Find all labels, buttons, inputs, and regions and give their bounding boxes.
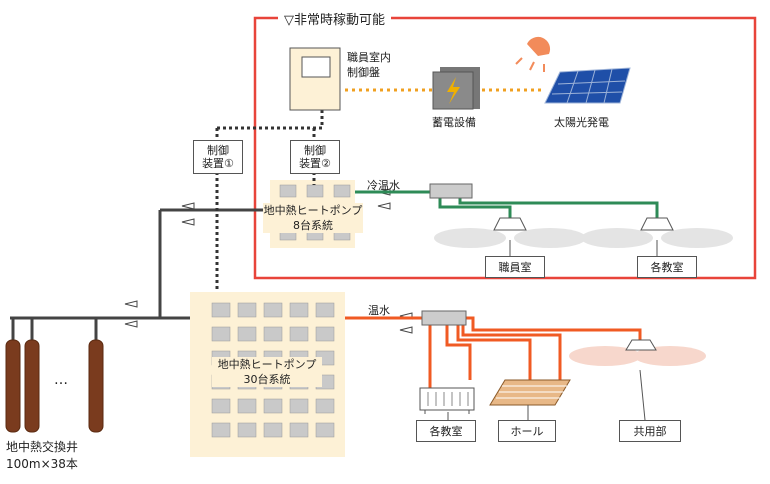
ceiling-unit-staff — [434, 217, 586, 248]
header-cold-hot — [429, 183, 473, 199]
ceiling-unit-class — [581, 217, 733, 248]
radiator — [419, 387, 475, 414]
heat-pump-unit — [211, 422, 231, 438]
control-lines — [215, 110, 324, 292]
room-class-lower: 各教室 — [416, 420, 476, 442]
cold-hot-water-label: 冷温水 — [367, 179, 400, 192]
heat-pump-unit — [237, 326, 257, 342]
hot-water-pipe — [345, 316, 642, 388]
well-ellipsis: … — [54, 372, 68, 388]
heat-pump-unit — [289, 422, 309, 438]
cold-hot-pipe — [355, 190, 659, 218]
heat-pump-unit — [263, 422, 283, 438]
controller-2: 制御 装置② — [290, 140, 340, 174]
emergency-frame — [253, 16, 757, 280]
sun-icon — [515, 36, 551, 72]
heat-pump-8-label: 地中熱ヒートポンプ 8台系統 — [263, 203, 363, 233]
heat-pump-unit — [211, 302, 231, 318]
heat-pump-unit — [237, 302, 257, 318]
heat-pump-unit — [263, 302, 283, 318]
controller-1: 制御 装置① — [193, 140, 243, 174]
header-hot — [421, 310, 467, 326]
heat-pump-unit — [211, 326, 231, 342]
solar-panel — [544, 67, 631, 104]
ceiling-unit-common — [569, 339, 706, 366]
emergency-title: ▽非常時稼動可能 — [278, 9, 391, 28]
heat-pump-unit — [263, 326, 283, 342]
heat-pump-unit — [237, 422, 257, 438]
storage-label: 蓄電設備 — [432, 116, 476, 129]
heat-pump-unit — [315, 398, 335, 414]
heat-pump-unit — [315, 302, 335, 318]
heat-pump-unit — [315, 326, 335, 342]
heat-pump-unit — [315, 422, 335, 438]
room-common: 共用部 — [619, 420, 681, 442]
room-class-upper: 各教室 — [637, 256, 697, 278]
heat-pump-30-label: 地中熱ヒートポンプ 30台系統 — [212, 357, 322, 387]
heat-pump-unit — [211, 398, 231, 414]
heat-exchange-wells — [5, 339, 104, 433]
room-staff: 職員室 — [485, 256, 545, 278]
solar-label: 太陽光発電 — [554, 116, 609, 129]
lightning-icon — [447, 77, 460, 104]
heat-pump-unit — [289, 326, 309, 342]
heat-pump-unit — [289, 302, 309, 318]
control-panel-screen — [301, 56, 331, 78]
room-hall: ホール — [498, 420, 556, 442]
heat-pump-unit — [289, 398, 309, 414]
well-label: 地中熱交換井 100m×38本 — [6, 440, 79, 471]
ground-loop — [10, 208, 270, 340]
heat-pump-unit — [237, 398, 257, 414]
heat-pump-unit — [263, 398, 283, 414]
hot-water-label: 温水 — [368, 304, 390, 317]
floor-heating — [489, 379, 571, 406]
control-panel-label: 職員室内 制御盤 — [347, 51, 391, 79]
